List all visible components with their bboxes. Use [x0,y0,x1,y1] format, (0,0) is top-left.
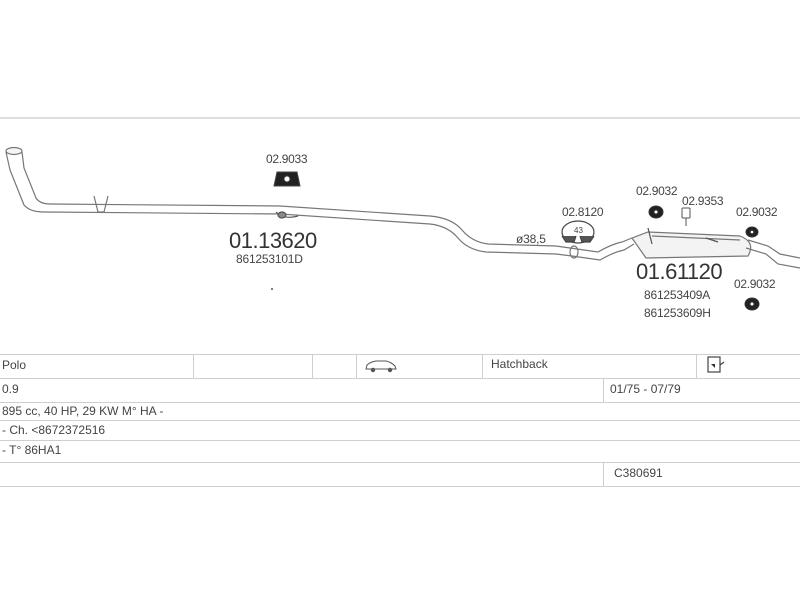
front-mount-drawing [273,171,301,187]
engine-size-cell: 0.9 [2,382,19,396]
mount-lower-drawing [744,297,760,311]
mount-lower-code: 02.9032 [734,277,776,291]
table-column-divider [696,354,697,378]
table-divider [0,378,800,379]
pipe-diameter: ø38,5 [516,232,546,246]
mount-left-drawing [648,205,664,219]
rear-silencer-drawing [555,227,800,269]
table-column-divider [356,354,357,378]
spec-line: 895 cc, 40 HP, 29 KW M° HA - [2,404,164,418]
front-pipe-drawing [5,146,557,255]
mount-right-drawing [745,226,759,238]
body-type-cell: Hatchback [491,357,548,371]
clamp-size-label: 43 [574,226,583,235]
table-divider [0,402,800,403]
table-column-divider [603,378,604,402]
table-column-divider [312,354,313,378]
production-period-cell: 01/75 - 07/79 [610,382,681,396]
hanger-drawing [681,207,691,226]
table-column-divider [193,354,194,378]
model-cell: Polo [2,358,27,372]
table-divider [0,420,800,421]
rear-silencer-oem-2: 861253609H [644,306,711,320]
table-column-divider [603,462,604,486]
catalog-code-cell: C380691 [614,466,663,480]
clamp-code: 02.8120 [562,205,604,219]
car-body-icon [364,358,398,379]
mount-left-code: 02.9032 [636,184,678,198]
table-divider [0,354,800,355]
chassis-line: - Ch. <8672372516 [2,423,106,437]
table-divider [0,486,800,487]
mount-right-code: 02.9032 [736,205,778,219]
front-pipe-code: 01.13620 [229,228,317,253]
hanger-code: 02.9353 [682,194,724,208]
rear-silencer-code: 01.61120 [636,259,723,284]
front-mount-code: 02.9033 [266,152,308,166]
clamp-drawing [561,220,595,244]
table-divider [0,462,800,463]
table-column-divider [482,354,483,378]
rear-silencer-oem-1: 861253409A [644,288,711,302]
table-divider [0,440,800,441]
type-line: - T° 86HA1 [2,443,62,457]
front-pipe-oem: 861253101D [236,252,303,266]
document-icon [706,356,726,379]
